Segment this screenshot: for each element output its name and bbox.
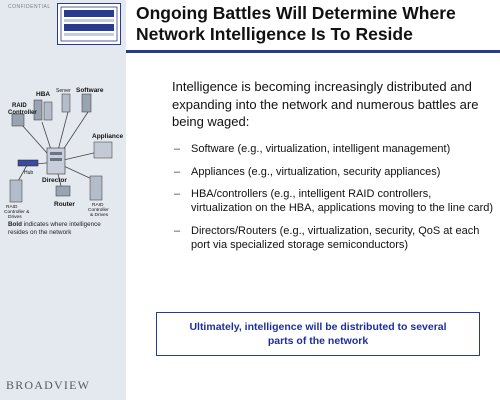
raid-drives-left-icon: [9, 179, 23, 203]
diagram-label-raid-1: RAID: [12, 103, 27, 109]
bullet-text: Software (e.g., virtualization, intellig…: [191, 143, 451, 155]
network-logo-icon: [60, 6, 118, 42]
raid-drives-right-icon: [89, 175, 103, 201]
caption-bold: Bold: [8, 221, 22, 228]
bullet-list: –Software (e.g., virtualization, intelli…: [174, 142, 494, 260]
raid-controller-icon: [11, 113, 25, 127]
caption-rest: indicates where intelligence resides on …: [8, 221, 101, 236]
page-title: Ongoing Battles Will Determine Where Net…: [136, 3, 456, 44]
bullet-item: –Directors/Routers (e.g., virtualization…: [174, 224, 494, 252]
svg-text:Controller &: Controller &: [4, 209, 30, 215]
intro-text: Intelligence is becoming increasingly di…: [172, 79, 479, 129]
svg-text:Drives: Drives: [8, 214, 22, 220]
bullet-dash: –: [174, 224, 181, 237]
conclusion-callout: Ultimately, intelligence will be distrib…: [156, 312, 480, 356]
diagram-label-router: Router: [54, 201, 75, 208]
svg-text:& Drives: & Drives: [90, 212, 109, 218]
diagram-label-raid-drives-right-1: RAID: [92, 202, 104, 208]
diagram-label-hba: HBA: [36, 91, 50, 98]
bullet-dash: –: [174, 143, 181, 155]
bullet-dash: –: [174, 165, 181, 178]
appliance-icon: [93, 141, 113, 159]
sidebar-caption: Bold indicates where intelligence reside…: [8, 221, 120, 237]
bullet-item: –Software (e.g., virtualization, intelli…: [174, 142, 494, 156]
bullet-dash: –: [174, 188, 181, 200]
bullet-item: –Appliances (e.g., virtualization, secur…: [174, 165, 494, 179]
confidential-label: CONFIDENTIAL: [8, 4, 51, 10]
server-rack-icon: [33, 93, 92, 121]
brand-logo: BROADVIEW: [6, 378, 91, 392]
network-diagram: HBA Server Software RAID Controller Appl…: [2, 80, 124, 220]
bullet-text: Appliances (e.g., virtualization, securi…: [191, 165, 441, 178]
bullet-text: Directors/Routers (e.g., virtualization,…: [191, 224, 480, 251]
bullet-text: HBA/controllers (e.g., intelligent RAID …: [191, 188, 494, 214]
logo-box: [57, 3, 121, 45]
sidebar: CONFIDENTIAL: [0, 0, 126, 400]
diagram-label-raid-drives-left-1: RAID: [6, 204, 18, 210]
diagram-label-software: Software: [76, 87, 104, 94]
diagram-label-raid-2: Controller: [8, 110, 37, 116]
diagram-label-appliance: Appliance: [92, 133, 123, 140]
router-icon: [55, 185, 71, 197]
hub-icon: [17, 159, 39, 167]
svg-text:Controller: Controller: [88, 207, 109, 213]
bullet-item: –HBA/controllers (e.g., intelligent RAID…: [174, 187, 494, 215]
diagram-label-hub: Hub: [24, 170, 33, 176]
callout-text: Ultimately, intelligence will be distrib…: [189, 321, 447, 347]
diagram-label-director: Director: [42, 177, 67, 184]
diagram-label-server: Server: [56, 88, 71, 94]
title-divider: [126, 50, 500, 53]
